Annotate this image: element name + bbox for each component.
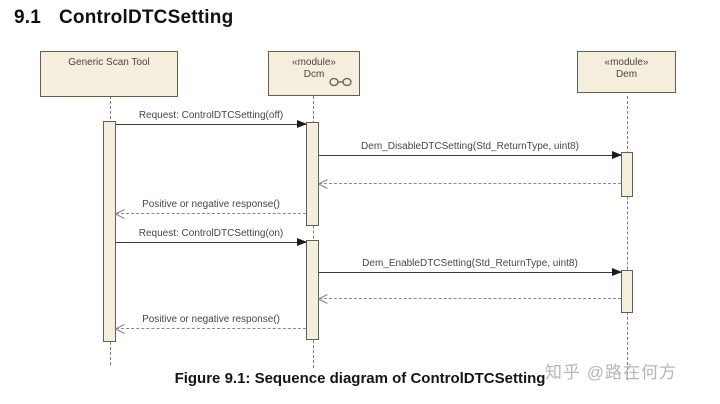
lifeline-dem xyxy=(627,96,628,380)
message-label: Request: ControlDTCSetting(off) xyxy=(138,110,284,121)
message-line xyxy=(319,298,621,299)
lifeline-name: Dcm xyxy=(303,69,325,80)
message-line xyxy=(319,272,621,273)
open-arrowhead-icon xyxy=(114,322,126,340)
message-label: Positive or negative response() xyxy=(142,199,280,210)
message-line xyxy=(116,124,306,125)
activation-dem-2 xyxy=(621,270,633,313)
activation-dcm-2 xyxy=(306,240,319,340)
message-label: Dem_DisableDTCSetting(Std_ReturnType, ui… xyxy=(361,141,579,152)
activation-dem-1 xyxy=(621,152,633,197)
message-label: Dem_EnableDTCSetting(Std_ReturnType, uin… xyxy=(362,258,578,269)
open-arrowhead-icon xyxy=(317,177,329,195)
message-line xyxy=(319,183,621,184)
section-heading: 9.1 ControlDTCSetting xyxy=(14,7,233,29)
filled-arrowhead-icon xyxy=(297,238,307,246)
message-line xyxy=(116,328,306,329)
lifeline-stereotype: «module» xyxy=(604,57,649,68)
section-title: ControlDTCSetting xyxy=(59,7,234,28)
watermark: 知乎 @路在何方 xyxy=(545,363,677,382)
lifeline-name: Generic Scan Tool xyxy=(68,57,150,68)
filled-arrowhead-icon xyxy=(612,268,622,276)
lifeline-head-generic-scan-tool: Generic Scan Tool xyxy=(40,51,178,97)
assembly-connector-icon xyxy=(329,77,352,90)
activation-dcm-1 xyxy=(306,122,319,226)
message-label: Request: ControlDTCSetting(on) xyxy=(138,228,284,239)
open-arrowhead-icon xyxy=(114,207,126,225)
filled-arrowhead-icon xyxy=(297,120,307,128)
filled-arrowhead-icon xyxy=(612,151,622,159)
message-line xyxy=(116,242,306,243)
lifeline-dcm xyxy=(313,96,314,368)
open-arrowhead-icon xyxy=(317,292,329,310)
message-line xyxy=(116,213,306,214)
activation-generic-scan-tool xyxy=(103,121,116,342)
message-label: Positive or negative response() xyxy=(142,314,280,325)
message-line xyxy=(319,155,621,156)
lifeline-head-dcm: «module» Dcm xyxy=(268,51,360,96)
figure-caption: Figure 9.1: Sequence diagram of ControlD… xyxy=(174,370,546,387)
lifeline-head-dem: «module» Dem xyxy=(577,51,676,93)
lifeline-name: Dem xyxy=(615,69,638,80)
lifeline-stereotype: «module» xyxy=(292,57,336,68)
section-number: 9.1 xyxy=(14,7,42,28)
